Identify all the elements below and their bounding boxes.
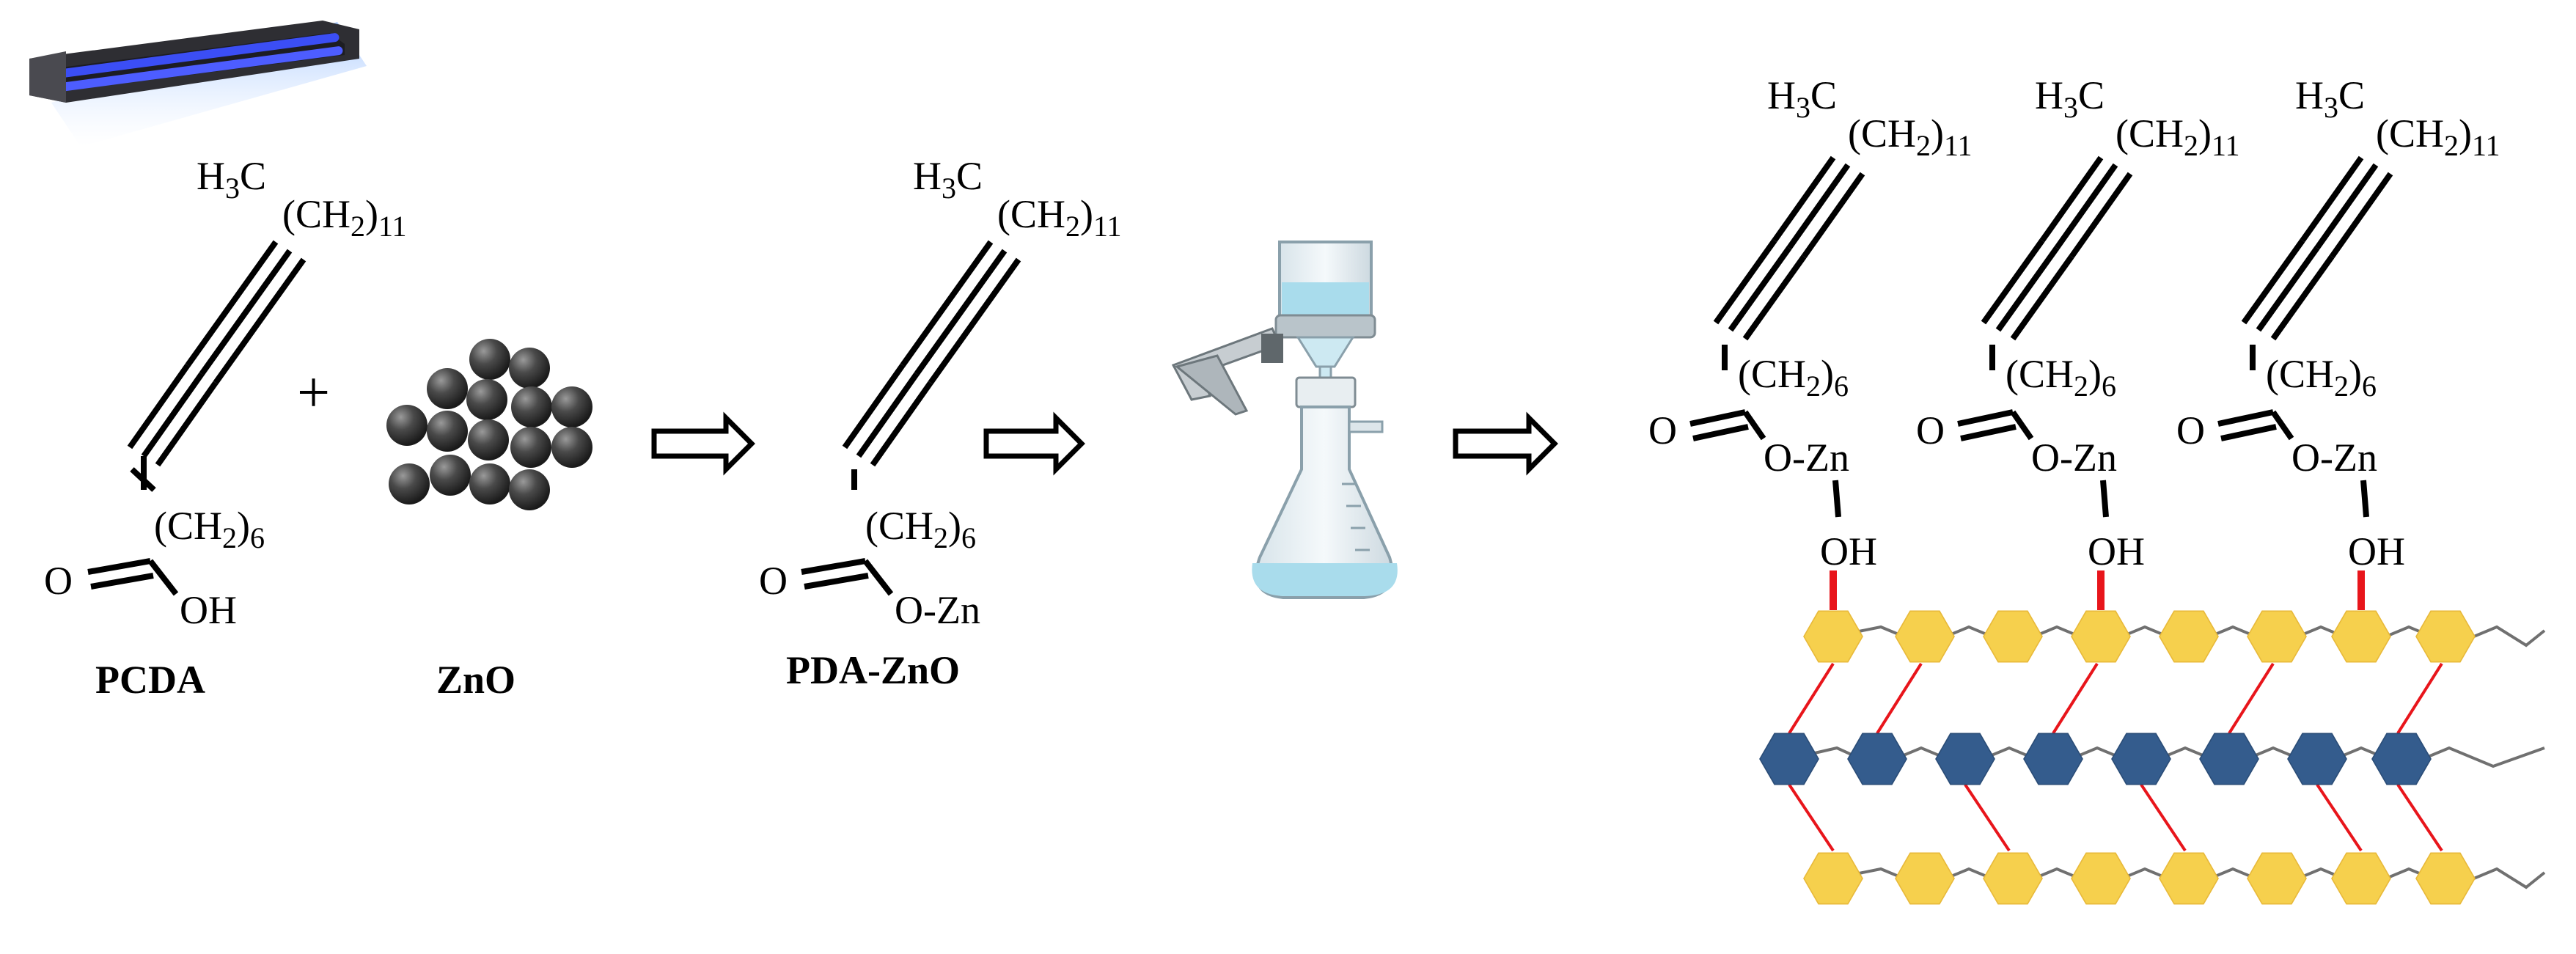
assembled-unit-2: H3C (CH2)11 (CH2)6 O O-Zn OH [1916,73,2240,610]
unit2-oh: OH [2088,529,2145,573]
cellulose-network [1759,610,2546,905]
unit1-h3c: H3C [1767,73,1837,124]
unit3-o: O [2176,408,2205,452]
unit3-ch2-6: (CH2)6 [2266,352,2377,403]
cellulose-chain-bottom [1803,852,2546,905]
unit2-ch2-6: (CH2)6 [2006,352,2116,403]
pcda-label: PCDA [95,658,205,702]
pda-zno-h3c: H3C [913,154,983,205]
pcda-ch2-11: (CH2)11 [282,192,407,243]
cellulose-chain-top [1803,610,2546,663]
pda-zno-ozn: O-Zn [895,588,980,632]
vacuum-filtration-flask-icon [1171,241,1398,599]
zno-label: ZnO [436,658,515,702]
pcda-h3c: H3C [197,154,266,205]
pda-zno-on-cellulose: H3C (CH2)11 (CH2)6 O O-Zn OH H3C (CH2)11 [1648,73,2546,905]
pda-zno-label: PDA-ZnO [786,648,960,692]
unit1-o: O [1648,408,1677,452]
pda-zno-molecule: H3C (CH2)11 (CH2)6 O O-Zn PDA-ZnO [759,154,1122,692]
cellulose-chain-middle [1759,733,2545,785]
pcda-molecule: H3C (CH2)11 (CH2)6 O OH PCDA [44,154,407,702]
unit1-ch2-11: (CH2)11 [1848,111,1973,162]
hydrogen-bond-links [1788,662,2443,852]
unit2-ozn: O-Zn [2031,436,2117,480]
unit3-ozn: O-Zn [2291,436,2377,480]
arrow-1 [651,411,755,476]
unit1-ozn: O-Zn [1764,436,1849,480]
unit2-ch2-11: (CH2)11 [2116,111,2240,162]
pcda-o: O [44,559,73,603]
pda-zno-o: O [759,559,788,603]
unit2-h3c: H3C [2035,73,2105,124]
unit2-o: O [1916,408,1945,452]
assembled-unit-3: H3C (CH2)11 (CH2)6 O O-Zn OH [2176,73,2500,610]
unit1-ch2-6: (CH2)6 [1738,352,1849,403]
pcda-oh: OH [180,588,237,632]
uv-lamp-icon [29,21,367,147]
pda-zno-ch2-11: (CH2)11 [997,192,1122,243]
pcda-ch2-6: (CH2)6 [154,504,265,554]
unit3-ch2-11: (CH2)11 [2376,111,2500,162]
zno-nanoparticles-icon [386,339,592,510]
unit3-h3c: H3C [2295,73,2365,124]
unit3-oh: OH [2348,529,2405,573]
plus-sign: + [297,361,330,425]
pda-zno-ch2-6: (CH2)6 [865,504,976,554]
arrow-3 [1453,411,1558,476]
unit1-oh: OH [1820,529,1877,573]
arrow-2 [983,411,1085,476]
assembled-unit-1: H3C (CH2)11 (CH2)6 O O-Zn OH [1648,73,1973,610]
